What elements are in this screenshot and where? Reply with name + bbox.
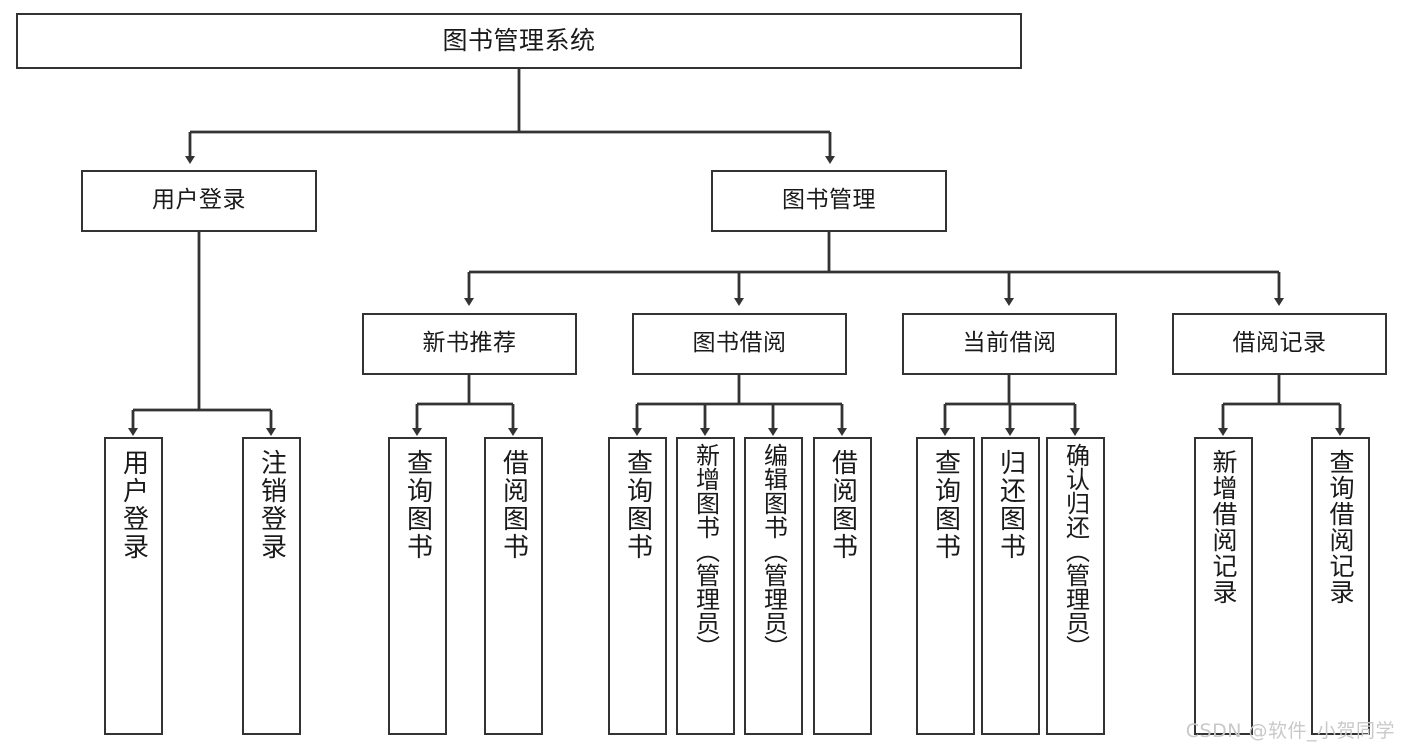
node-root[interactable]: 图书管理系统 xyxy=(16,13,1022,69)
leaf-query-book-recommend[interactable]: 查询图书 xyxy=(388,437,447,735)
leaf-query-book-current-label: 查询图书 xyxy=(930,449,961,561)
leaf-return-book-label: 归还图书 xyxy=(995,449,1026,561)
leaf-query-book-recommend-label: 查询图书 xyxy=(402,449,433,561)
leaf-edit-book-admin-label: 编辑图书（管理员） xyxy=(759,443,788,659)
node-current-borrow-label: 当前借阅 xyxy=(962,330,1057,357)
leaf-borrow-book-label: 借阅图书 xyxy=(827,449,858,561)
leaf-borrow-book-recommend[interactable]: 借阅图书 xyxy=(484,437,543,735)
node-book-management[interactable]: 图书管理 xyxy=(711,170,947,232)
leaf-add-book-admin[interactable]: 新增图书（管理员） xyxy=(676,437,735,735)
node-book-management-label: 图书管理 xyxy=(782,187,876,214)
leaf-query-book-current[interactable]: 查询图书 xyxy=(916,437,975,735)
leaf-logout-label: 注销登录 xyxy=(256,449,287,561)
node-book-borrow-label: 图书借阅 xyxy=(692,330,787,357)
node-borrow-record-label: 借阅记录 xyxy=(1232,330,1327,357)
leaf-query-borrow-record-label: 查询借阅记录 xyxy=(1326,449,1355,605)
node-current-borrow[interactable]: 当前借阅 xyxy=(902,313,1117,375)
leaf-add-borrow-record[interactable]: 新增借阅记录 xyxy=(1194,437,1253,735)
node-new-book-recommend-label: 新书推荐 xyxy=(422,330,517,357)
node-user-login[interactable]: 用户登录 xyxy=(81,170,317,232)
leaf-borrow-book-recommend-label: 借阅图书 xyxy=(498,449,529,561)
leaf-edit-book-admin[interactable]: 编辑图书（管理员） xyxy=(744,437,803,735)
leaf-borrow-book[interactable]: 借阅图书 xyxy=(813,437,872,735)
node-new-book-recommend[interactable]: 新书推荐 xyxy=(362,313,577,375)
leaf-add-borrow-record-label: 新增借阅记录 xyxy=(1209,449,1238,605)
leaf-query-book-borrow[interactable]: 查询图书 xyxy=(608,437,667,735)
leaf-add-book-admin-label: 新增图书（管理员） xyxy=(691,443,720,659)
node-root-label: 图书管理系统 xyxy=(442,26,596,56)
leaf-confirm-return-admin[interactable]: 确认归还（管理员） xyxy=(1046,437,1105,735)
node-book-borrow[interactable]: 图书借阅 xyxy=(632,313,847,375)
leaf-query-book-borrow-label: 查询图书 xyxy=(622,449,653,561)
watermark: CSDN @软件_小贺同学 xyxy=(1185,720,1395,742)
node-borrow-record[interactable]: 借阅记录 xyxy=(1172,313,1387,375)
leaf-query-borrow-record[interactable]: 查询借阅记录 xyxy=(1311,437,1370,735)
leaf-user-login[interactable]: 用户登录 xyxy=(104,437,163,735)
node-user-login-label: 用户登录 xyxy=(152,187,246,214)
leaf-return-book[interactable]: 归还图书 xyxy=(981,437,1040,735)
leaf-user-login-label: 用户登录 xyxy=(118,449,149,561)
leaf-confirm-return-admin-label: 确认归还（管理员） xyxy=(1061,443,1090,659)
leaf-logout[interactable]: 注销登录 xyxy=(242,437,301,735)
